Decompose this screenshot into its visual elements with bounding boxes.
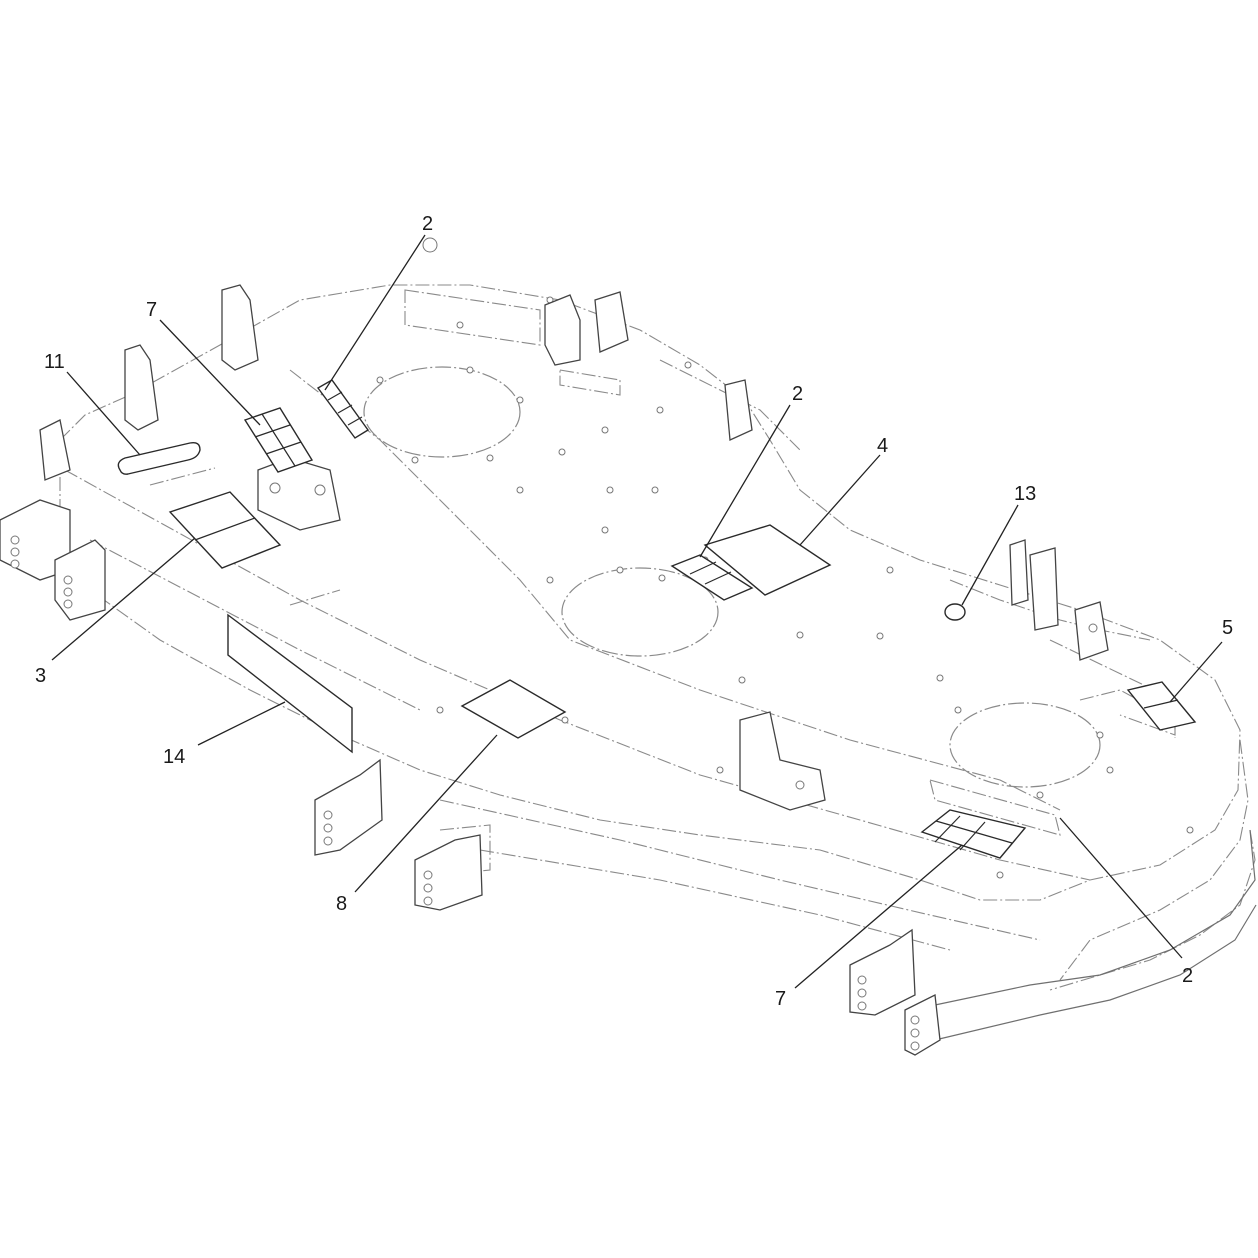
decal-13 <box>944 603 966 621</box>
leader-5 <box>1169 641 1223 703</box>
callout-3: 3 <box>35 665 46 687</box>
decal-11 <box>117 441 201 475</box>
leader-4 <box>799 454 881 546</box>
front-arm-plate-a <box>314 758 383 856</box>
decal-7-left <box>243 407 314 473</box>
right-bracket-b <box>1029 547 1059 631</box>
callout-4: 4 <box>877 435 888 457</box>
leader-13 <box>961 504 1019 606</box>
leader-3 <box>51 537 196 661</box>
front-center-bracket <box>739 711 826 811</box>
callout-2-top: 2 <box>422 213 433 235</box>
callout-8: 8 <box>336 893 347 915</box>
rear-bracket-center-b <box>594 291 629 353</box>
rear-bracket-left-b <box>124 344 159 431</box>
pivot-bracket-left <box>257 457 341 531</box>
leader-7-left <box>159 319 261 426</box>
callout-7-bottom: 7 <box>775 988 786 1010</box>
callout-11: 11 <box>44 351 65 373</box>
front-arm-plate-d <box>904 994 941 1056</box>
callout-7-left: 7 <box>146 299 157 321</box>
decals <box>117 379 1197 859</box>
rear-bracket-left-a <box>221 284 259 371</box>
callout-2-right: 2 <box>1182 965 1193 987</box>
leader-lines <box>51 234 1223 989</box>
decal-3 <box>168 491 282 569</box>
leader-7-bottom <box>794 844 963 989</box>
front-arm-plate-b <box>414 834 483 911</box>
leader-11 <box>66 371 141 456</box>
blade-opening-right <box>949 702 1101 788</box>
rear-bracket-right <box>724 379 753 441</box>
left-side-plate <box>39 419 71 481</box>
decal-5 <box>1126 681 1197 731</box>
decal-2-mid <box>670 554 754 601</box>
blade-openings <box>363 366 1101 788</box>
callout-labels: 2 7 11 2 4 13 5 3 14 8 2 7 <box>35 213 1233 1010</box>
leader-2-right <box>1059 817 1183 959</box>
blade-opening-left <box>363 366 521 458</box>
callout-2-mid: 2 <box>792 383 803 405</box>
mounting-holes <box>376 296 1194 879</box>
callout-5: 5 <box>1222 617 1233 639</box>
blade-opening-center <box>561 567 719 657</box>
decal-14 <box>227 613 353 754</box>
leader-8 <box>354 734 498 893</box>
leader-14 <box>197 701 286 746</box>
decal-8 <box>460 679 567 739</box>
callout-13: 13 <box>1014 483 1036 505</box>
decal-4 <box>703 524 832 596</box>
deck-brackets <box>0 237 1109 1056</box>
leader-2-mid <box>699 404 791 558</box>
rear-bracket-center <box>544 294 581 366</box>
right-bracket-a <box>1009 539 1029 606</box>
decal-7-bottom <box>920 809 1027 859</box>
leader-2-top <box>324 234 426 391</box>
decal-2-top <box>316 379 370 439</box>
callout-14: 14 <box>163 746 185 768</box>
